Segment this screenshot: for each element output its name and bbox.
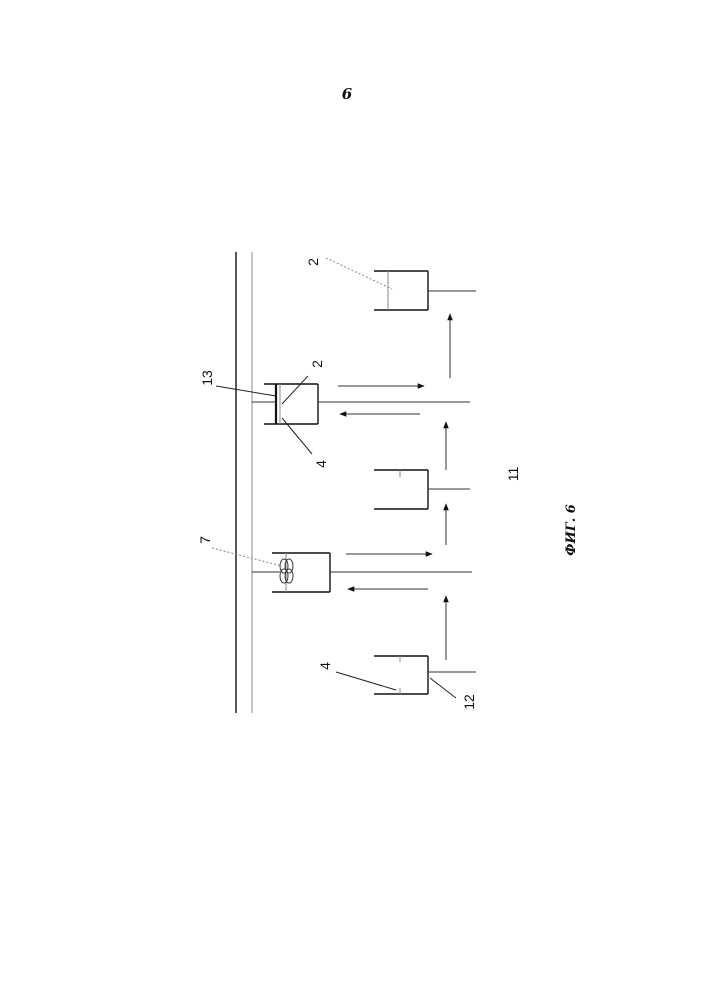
container-middle-open	[374, 470, 470, 509]
container-with-spring	[252, 553, 472, 592]
label-2-right: 2	[305, 258, 321, 266]
leader-4-left	[336, 672, 396, 690]
label-7: 7	[197, 536, 213, 544]
container-top-right	[374, 271, 476, 310]
label-4-left: 4	[317, 662, 333, 670]
label-13: 13	[199, 370, 215, 386]
label-4-middle: 4	[313, 460, 329, 468]
leader-2-middle	[282, 376, 308, 404]
label-2-middle: 2	[309, 360, 325, 368]
leader-13	[216, 386, 276, 396]
container-middle-gripped	[252, 384, 470, 424]
label-12: 12	[461, 694, 477, 710]
label-11: 11	[505, 467, 521, 482]
figure-caption: ФИГ. 6	[564, 504, 579, 556]
leader-2-right	[326, 258, 392, 289]
leader-12	[430, 678, 456, 698]
leader-7	[212, 548, 282, 566]
